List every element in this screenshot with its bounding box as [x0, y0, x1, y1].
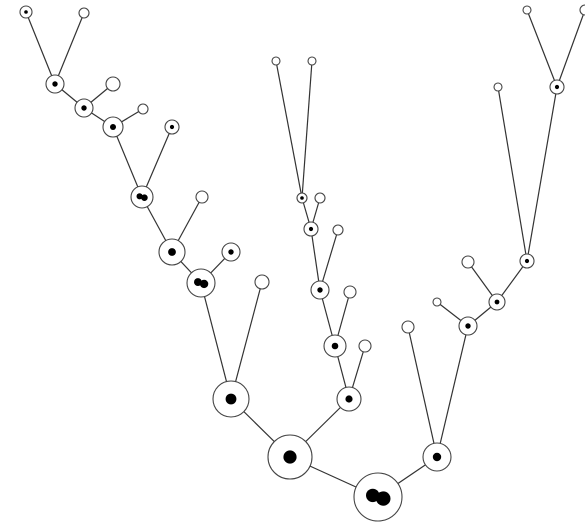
internal-node — [268, 435, 312, 479]
leaf-node — [315, 193, 325, 203]
tree-edge — [527, 10, 557, 87]
node-dot — [168, 248, 176, 256]
internal-node — [103, 117, 123, 137]
leaf-node — [79, 8, 89, 18]
node-dot — [226, 394, 237, 405]
leaf-node — [272, 57, 280, 65]
leaf-node — [359, 340, 371, 352]
leaf-node — [494, 83, 502, 91]
node-ring — [402, 321, 414, 333]
node-dot — [345, 395, 352, 402]
leaf-node — [255, 275, 269, 289]
node-dot — [525, 259, 529, 263]
leaf-node — [106, 77, 120, 91]
internal-node — [324, 335, 346, 357]
node-ring — [494, 83, 502, 91]
node-dot — [495, 300, 500, 305]
node-dot — [317, 287, 322, 292]
node-dot — [332, 343, 339, 350]
internal-node — [297, 193, 307, 203]
internal-node — [46, 75, 64, 93]
node-ring — [344, 286, 356, 298]
node-dot — [141, 194, 148, 201]
leaf-node — [433, 298, 441, 306]
node-ring — [272, 57, 280, 65]
leaf-node — [196, 191, 208, 203]
node-dot — [433, 453, 441, 461]
node-dot — [228, 249, 233, 254]
tree-edge — [26, 12, 55, 84]
node-dot — [300, 196, 304, 200]
node-dot — [376, 491, 390, 505]
internal-node — [311, 281, 329, 299]
internal-node — [131, 186, 153, 208]
tree-edge — [302, 61, 312, 198]
node-dot — [24, 10, 28, 14]
leaf-node — [308, 57, 316, 65]
node-ring — [315, 193, 325, 203]
node-ring — [359, 340, 371, 352]
node-ring — [580, 5, 585, 15]
leaf-node — [333, 225, 343, 235]
tree-edge — [557, 10, 585, 87]
internal-node — [187, 269, 215, 297]
root-node — [354, 473, 402, 521]
node-ring — [138, 104, 148, 114]
node-ring — [462, 256, 474, 268]
tree-edge — [527, 87, 557, 261]
tree-nodes — [20, 5, 585, 521]
node-dot — [200, 280, 208, 288]
internal-node — [520, 254, 534, 268]
leaf-node — [344, 286, 356, 298]
node-dot — [465, 323, 470, 328]
node-dot — [309, 227, 313, 231]
tree-edge — [437, 326, 468, 457]
node-dot — [52, 81, 57, 86]
internal-node — [165, 120, 179, 134]
internal-node — [159, 239, 185, 265]
node-ring — [196, 191, 208, 203]
node-ring — [333, 225, 343, 235]
internal-node — [213, 381, 249, 417]
node-ring — [433, 298, 441, 306]
node-ring — [308, 57, 316, 65]
leaf-node — [523, 6, 531, 14]
leaf-node — [580, 5, 585, 15]
internal-node — [550, 80, 564, 94]
internal-node — [304, 222, 318, 236]
internal-node — [459, 317, 477, 335]
node-dot — [555, 85, 559, 89]
internal-node — [337, 387, 361, 411]
node-dot — [283, 450, 296, 463]
internal-node — [20, 6, 32, 18]
internal-node — [423, 443, 451, 471]
node-ring — [523, 6, 531, 14]
tree-edge — [276, 61, 302, 198]
node-dot — [170, 125, 174, 129]
node-ring — [79, 8, 89, 18]
internal-node — [489, 294, 505, 310]
tree-edge — [55, 13, 84, 84]
leaf-node — [138, 104, 148, 114]
leaf-node — [462, 256, 474, 268]
node-dot — [110, 124, 116, 130]
internal-node — [75, 99, 93, 117]
tree-edge — [408, 327, 437, 457]
node-dot — [81, 105, 86, 110]
internal-node — [222, 243, 240, 261]
leaf-node — [402, 321, 414, 333]
tree-edge — [498, 87, 527, 261]
node-ring — [106, 77, 120, 91]
node-ring — [255, 275, 269, 289]
